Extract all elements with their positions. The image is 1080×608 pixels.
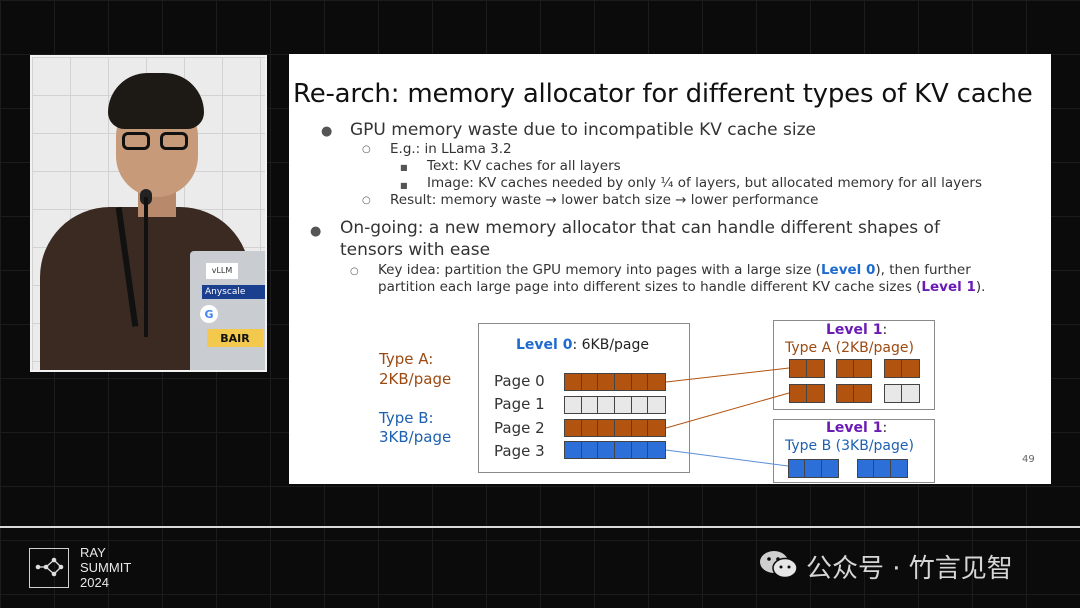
ray-network-icon xyxy=(29,548,69,588)
connector-page3 xyxy=(665,449,789,467)
type-b-page-3b xyxy=(857,459,908,478)
microphone-stand xyxy=(144,197,148,337)
ray-summit-brand: RAY SUMMIT 2024 xyxy=(80,545,132,590)
type-a-page-2b xyxy=(836,384,872,403)
glasses-icon xyxy=(122,132,192,152)
level1-a-title: Level 1: xyxy=(826,322,888,338)
slide-number: 49 xyxy=(1022,454,1035,465)
type-a-label-2: 2KB/page xyxy=(379,370,452,388)
level1-a-type: Type A (2KB/page) xyxy=(785,340,914,356)
slide-title: Re-arch: memory allocator for different … xyxy=(293,79,1033,109)
page-2-label: Page 2 xyxy=(494,419,545,437)
bullet-circle-icon: ○ xyxy=(362,144,371,155)
bullet-1-1-2: Image: KV caches needed by only ¼ of lay… xyxy=(427,175,982,191)
page-1-label: Page 1 xyxy=(494,395,545,413)
page-1-blocks xyxy=(564,396,666,414)
level1-b-title: Level 1: xyxy=(826,420,888,436)
bullet-square-icon: ■ xyxy=(400,163,408,172)
bullet-2-1-line1: Key idea: partition the GPU memory into … xyxy=(378,262,971,278)
level0-title: Level 0: 6KB/page xyxy=(516,337,649,353)
sticker-bair: BAIR xyxy=(207,329,263,347)
page-2-blocks xyxy=(564,419,666,437)
sticker-vllm: vLLM xyxy=(206,263,238,279)
page-3-label: Page 3 xyxy=(494,442,545,460)
page-3-blocks xyxy=(564,441,666,459)
page-0-blocks xyxy=(564,373,666,391)
bullet-1: GPU memory waste due to incompatible KV … xyxy=(350,120,816,140)
type-a-page-2c xyxy=(884,384,920,403)
page-0-label: Page 0 xyxy=(494,372,545,390)
connector-page2 xyxy=(665,392,790,429)
bullet-square-icon: ■ xyxy=(400,181,408,190)
bullet-circle-icon: ○ xyxy=(350,266,359,277)
type-a-page-0b xyxy=(836,359,872,378)
connector-lines xyxy=(665,367,790,467)
speaker-hair xyxy=(108,73,204,129)
connector-page0 xyxy=(665,367,790,383)
bullet-dot-icon: ● xyxy=(321,124,333,139)
wechat-icon xyxy=(758,549,800,585)
bullet-1-1-1: Text: KV caches for all layers xyxy=(427,158,621,174)
type-b-page-3a xyxy=(788,459,839,478)
sticker-google: G xyxy=(200,305,218,323)
bullet-circle-icon: ○ xyxy=(362,195,371,206)
type-b-label-2: 3KB/page xyxy=(379,428,452,446)
sticker-anyscale: Anyscale xyxy=(202,285,265,299)
level1-b-type: Type B (3KB/page) xyxy=(785,438,914,454)
bullet-1-1: E.g.: in LLama 3.2 xyxy=(390,141,512,157)
presentation-slide: Re-arch: memory allocator for different … xyxy=(289,54,1051,484)
type-a-page-2a xyxy=(789,384,825,403)
footer-divider xyxy=(0,526,1080,528)
bullet-1-2: Result: memory waste → lower batch size … xyxy=(390,192,819,208)
type-a-page-0c xyxy=(884,359,920,378)
speaker-video: vLLM Anyscale G BAIR xyxy=(30,55,267,372)
type-a-label-1: Type A: xyxy=(379,350,434,368)
watermark-text: 公众号 · 竹言见智 xyxy=(806,554,1013,584)
type-a-page-0a xyxy=(789,359,825,378)
bullet-2-line2: tensors with ease xyxy=(340,240,491,260)
bullet-dot-icon: ● xyxy=(310,224,322,239)
bullet-2-1-line2: partition each large page into different… xyxy=(378,279,986,295)
bullet-2-line1: On-going: a new memory allocator that ca… xyxy=(340,218,940,238)
type-b-label-1: Type B: xyxy=(379,409,434,427)
